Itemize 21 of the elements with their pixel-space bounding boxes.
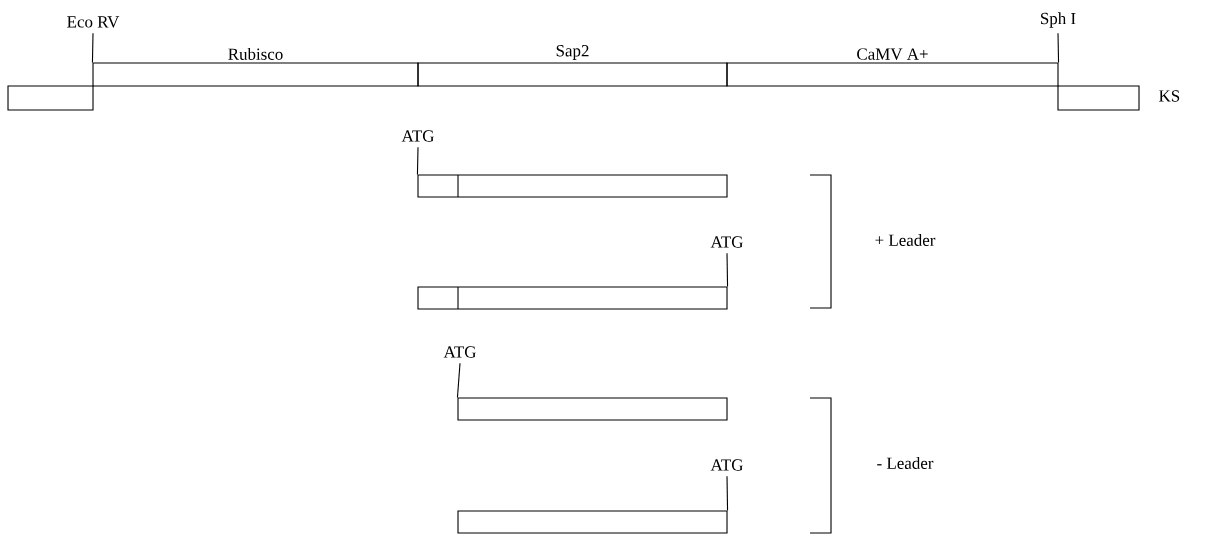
node-label: CaMV A+ [857, 48, 928, 60]
site-label: ATG [401, 130, 434, 142]
node-label: Sap2 [556, 45, 589, 60]
gene-segment: Sap2 [417, 45, 728, 87]
site-label: ATG [443, 346, 476, 358]
node-label: Rubisco [228, 47, 283, 60]
site-label: Sph I [1041, 12, 1076, 28]
construct-bar [457, 397, 728, 421]
group-label: + Leader [875, 234, 936, 246]
construct-bar [417, 286, 728, 310]
construct-bar [417, 174, 728, 198]
site-label: Eco RV [67, 16, 120, 28]
vector-box [1057, 85, 1140, 111]
group-label: - Leader [877, 457, 934, 469]
site-label: ATG [710, 459, 743, 471]
construct-bar [457, 510, 728, 534]
gene-segment: Rubisco [92, 48, 419, 87]
vector-box [7, 85, 94, 111]
site-label: ATG [710, 236, 743, 248]
gene-segment: CaMV A+ [726, 48, 1059, 87]
side-label: KS [1159, 90, 1180, 102]
